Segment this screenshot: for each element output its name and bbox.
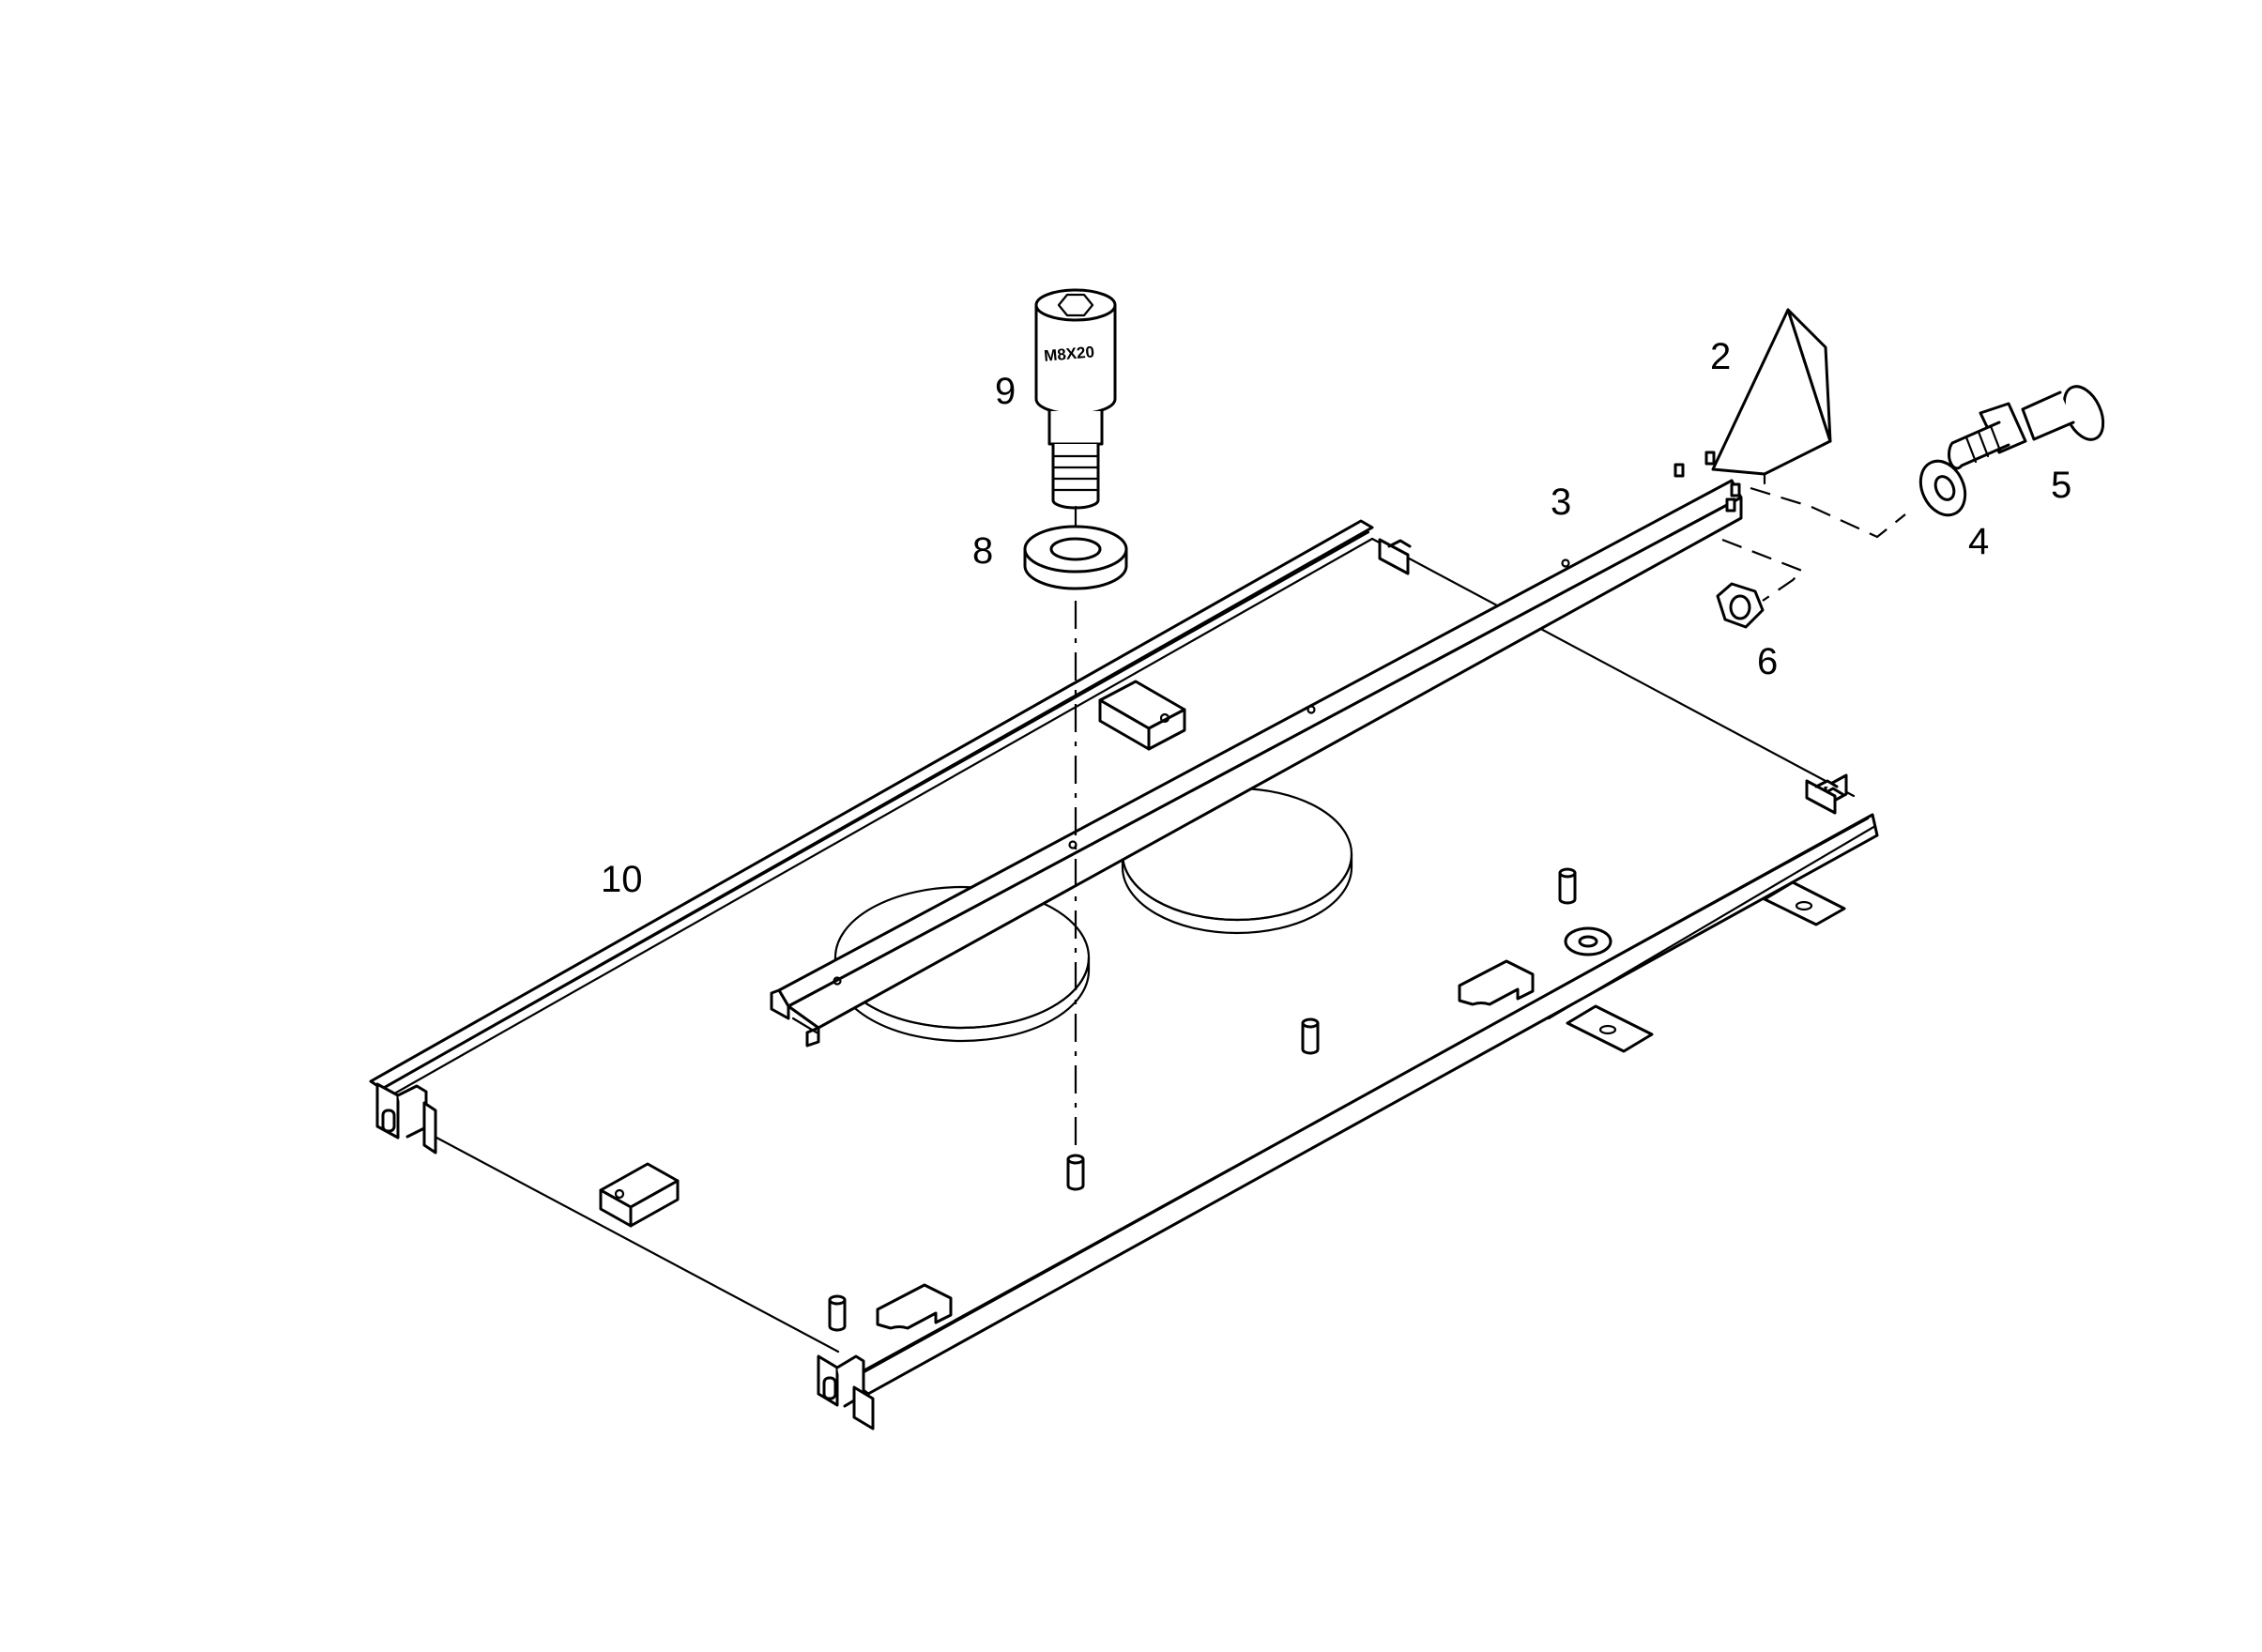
callout-6: 6 bbox=[1757, 641, 1778, 682]
bolt-stamp-label: M8X20 bbox=[1043, 343, 1094, 365]
assembly-lines bbox=[1074, 486, 1906, 1150]
standoff-3 bbox=[1066, 1154, 1085, 1191]
callout-3: 3 bbox=[1551, 482, 1571, 523]
washer-large bbox=[1023, 525, 1128, 590]
circular-cutout-left bbox=[833, 885, 1091, 1043]
slotted-tab-1 bbox=[1763, 880, 1846, 926]
callout-2: 2 bbox=[1710, 336, 1731, 377]
bolt-m8x20: M8X20 bbox=[1034, 288, 1117, 510]
callout-5: 5 bbox=[2051, 465, 2071, 506]
base-plate bbox=[369, 519, 1879, 1430]
corner-bracket-back-left bbox=[375, 1082, 437, 1155]
standoff-4 bbox=[828, 1294, 847, 1332]
tab-back-top bbox=[1378, 538, 1412, 575]
cross-channel bbox=[770, 451, 1743, 1048]
corner-bracket-front-left bbox=[817, 1354, 875, 1430]
standoff-2 bbox=[1301, 1017, 1320, 1055]
slotted-tab-2 bbox=[1566, 1004, 1654, 1053]
washer-small bbox=[1918, 459, 1967, 517]
screw-small bbox=[1948, 385, 2105, 470]
block-lower bbox=[599, 1162, 680, 1228]
plate-washer bbox=[1564, 926, 1612, 956]
standoff-1 bbox=[1558, 867, 1577, 905]
tab-back-right bbox=[1805, 779, 1839, 815]
u-clip-left bbox=[876, 1283, 953, 1330]
u-clip-right bbox=[1458, 959, 1535, 1006]
gusset-bracket bbox=[1711, 308, 1832, 485]
block-upper bbox=[1098, 680, 1186, 751]
callout-10: 10 bbox=[601, 859, 643, 900]
callout-9: 9 bbox=[995, 371, 1016, 412]
callout-4: 4 bbox=[1968, 521, 1989, 562]
callouts: 2 3 4 5 6 8 9 10 bbox=[601, 336, 2071, 900]
hex-nut bbox=[1716, 582, 1765, 629]
callout-8: 8 bbox=[972, 530, 993, 572]
